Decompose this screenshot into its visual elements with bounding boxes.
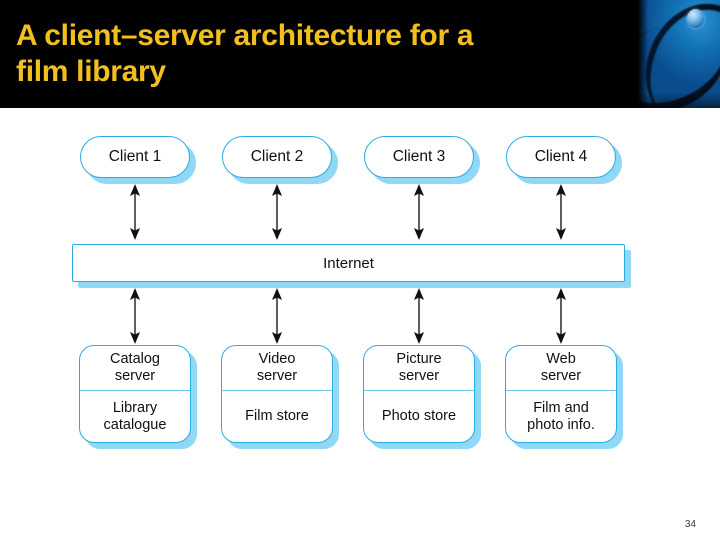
water-droplet-icon xyxy=(687,9,704,28)
connector-internet-picture-server xyxy=(410,288,428,344)
connector-client1-internet xyxy=(126,184,144,240)
page-number: 34 xyxy=(684,519,696,530)
photo-edge-shade xyxy=(638,0,648,108)
client-label: Client 1 xyxy=(108,148,162,165)
server-store: Library catalogue xyxy=(103,399,167,433)
client-node-2[interactable]: Client 2 xyxy=(222,136,332,178)
client-label: Client 2 xyxy=(250,148,304,165)
internet-node[interactable]: Internet xyxy=(72,244,625,282)
connector-client4-internet xyxy=(552,184,570,240)
client-node-3[interactable]: Client 3 xyxy=(364,136,474,178)
server-node-video[interactable]: Video server Film store xyxy=(221,345,333,443)
server-name: Picture server xyxy=(364,346,474,391)
client-label: Client 4 xyxy=(534,148,588,165)
connector-internet-web-server xyxy=(552,288,570,344)
server-node-picture[interactable]: Picture server Photo store xyxy=(363,345,475,443)
connector-internet-video-server xyxy=(268,288,286,344)
client-node-1[interactable]: Client 1 xyxy=(80,136,190,178)
server-name: Web server xyxy=(506,346,616,391)
blue-cable-photo xyxy=(638,0,720,108)
server-node-web[interactable]: Web server Film and photo info. xyxy=(505,345,617,443)
client-label: Client 3 xyxy=(392,148,446,165)
server-name: Video server xyxy=(222,346,332,391)
architecture-diagram: Client 1 Client 2 Client 3 Client 4 xyxy=(0,108,720,540)
connector-internet-catalog-server xyxy=(126,288,144,344)
server-store: Photo store xyxy=(381,408,457,424)
server-store: Film store xyxy=(245,408,309,424)
server-name: Catalog server xyxy=(80,346,190,391)
title-band: A client–server architecture for a film … xyxy=(0,0,720,108)
photo-edge-shade xyxy=(638,92,720,108)
page-title: A client–server architecture for a film … xyxy=(16,19,474,88)
photo-background xyxy=(638,0,720,108)
connector-client3-internet xyxy=(410,184,428,240)
internet-label: Internet xyxy=(323,254,374,272)
server-node-catalog[interactable]: Catalog server Library catalogue xyxy=(79,345,191,443)
client-node-4[interactable]: Client 4 xyxy=(506,136,616,178)
connector-client2-internet xyxy=(268,184,286,240)
server-store: Film and photo info. xyxy=(527,399,595,433)
